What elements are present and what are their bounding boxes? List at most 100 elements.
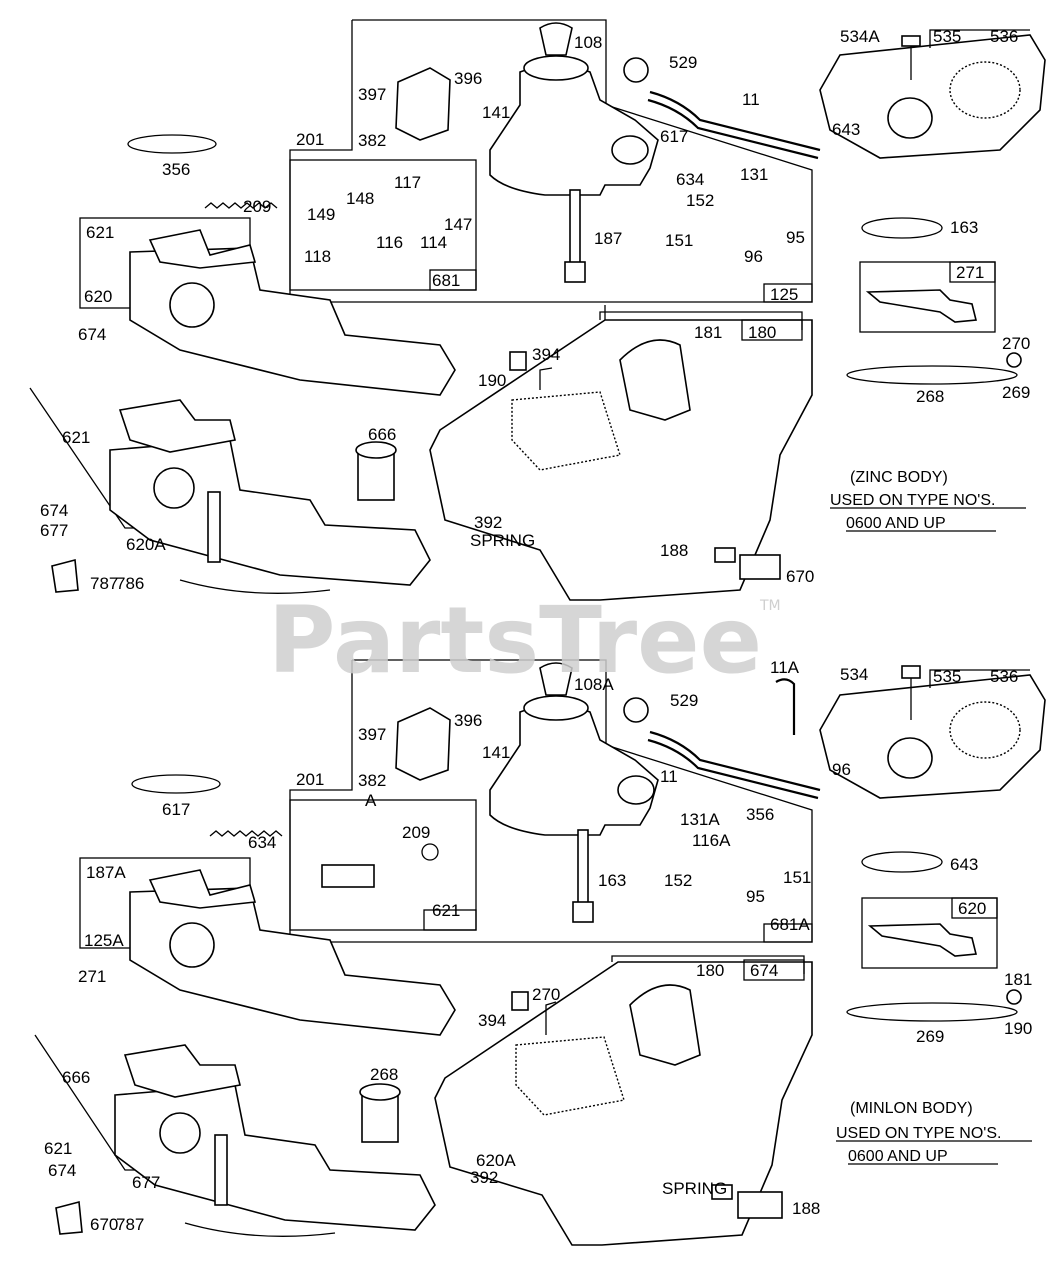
nut-188-2	[711, 1184, 733, 1200]
bottom-part-label-24: 163	[598, 871, 626, 890]
tube-670-2	[737, 1191, 783, 1219]
top-part-label-7: 396	[454, 69, 482, 88]
carburetor-throat	[523, 55, 589, 81]
seal-268-2	[846, 1002, 1018, 1022]
carburetor-body	[489, 64, 659, 196]
kit-271-box	[949, 261, 996, 283]
choke-valve-2	[539, 662, 573, 696]
air-cleaner-leader-2	[929, 669, 1030, 688]
top-part-label-2: 11	[742, 90, 760, 109]
carburetor-body-2	[489, 704, 659, 836]
spring-209	[204, 202, 278, 209]
top-part-label-5: 536	[990, 27, 1018, 46]
bottom-part-label-4: 536	[990, 667, 1018, 686]
bottom-part-label-16: 634	[248, 833, 276, 852]
bottom-part-label-39: 666	[62, 1068, 90, 1087]
top-part-label-25: 151	[665, 231, 693, 250]
top-part-label-4: 535	[933, 27, 961, 46]
top-part-label-16: 209	[243, 197, 271, 216]
bottom-part-label-43: 620A	[476, 1151, 516, 1170]
pipe-187	[569, 189, 581, 266]
air-cleaner-inner-2	[887, 737, 933, 779]
top-part-label-53: 786	[116, 574, 144, 593]
bottom-part-label-11: 382	[358, 771, 386, 790]
minlon-body-note-line-0: (MINLON BODY)	[850, 1100, 973, 1117]
minlon-body-note-line-2: 0600 AND UP	[848, 1148, 948, 1165]
ground-wire-786-2	[184, 1222, 336, 1237]
link-271-2	[867, 923, 978, 957]
bottom-part-label-41: 674	[48, 1161, 76, 1180]
top-part-label-39: 394	[532, 345, 560, 364]
screw-190	[509, 351, 527, 371]
carburetor-throat-2	[523, 695, 589, 721]
fuel-pickup-181-2	[629, 984, 701, 1066]
bottom-part-label-0: 108A	[574, 675, 614, 694]
fuel-pipe-edge	[647, 98, 819, 160]
bottom-part-label-18: 116A	[692, 831, 731, 850]
top-part-label-26: 95	[786, 228, 805, 247]
bottom-part-label-20: 151	[783, 868, 811, 887]
top-part-label-40: 190	[478, 371, 506, 390]
watermark: PartsTree	[268, 587, 762, 694]
top-part-label-1: 529	[669, 53, 697, 72]
governor-lever-621b-2	[123, 1044, 241, 1098]
top-part-label-47: 620A	[126, 535, 166, 554]
bottom-part-label-22: 96	[832, 760, 851, 779]
bottom-part-label-32: 180	[696, 961, 724, 980]
air-cleaner-body-inner	[887, 97, 933, 139]
bracket-620-hole	[169, 282, 215, 328]
kit-681-frame	[289, 159, 477, 291]
top-part-label-33: 125	[770, 285, 798, 304]
top-part-label-49: SPRING	[470, 531, 535, 550]
top-part-label-31: 620	[84, 287, 112, 306]
plug-270	[1006, 352, 1022, 368]
kit-180-box	[741, 319, 803, 341]
bottom-part-label-14: 356	[746, 805, 774, 824]
top-part-label-21: 116	[376, 233, 403, 252]
air-cleaner-leader	[929, 29, 1030, 48]
top-part-label-20: 147	[444, 215, 472, 234]
stop-switch-plate-2	[214, 1134, 228, 1206]
bracket-620-2	[129, 887, 456, 1036]
minlon-body-note-line-1: USED ON TYPE NO'S.	[836, 1125, 1001, 1142]
governor-spring-392-2	[545, 1001, 557, 1035]
top-part-label-8: 141	[482, 103, 510, 122]
fuel-pipe-11A	[775, 678, 796, 735]
bottom-part-label-35: 394	[478, 1011, 506, 1030]
bottom-part-label-25: 187A	[86, 863, 126, 882]
air-cleaner-element	[949, 61, 1021, 119]
fuel-tank-2	[434, 961, 813, 1246]
bracket-620-hole-2	[169, 922, 215, 968]
bottom-part-label-38: 268	[370, 1065, 398, 1084]
washer-116A	[421, 843, 439, 861]
bottom-part-label-7: 396	[454, 711, 482, 730]
top-part-label-3: 534A	[840, 27, 880, 46]
top-part-label-12: 356	[162, 160, 190, 179]
bottom-assembly	[34, 659, 1046, 1246]
bottom-part-label-36: 190	[1004, 1019, 1032, 1038]
top-part-label-13: 643	[832, 120, 860, 139]
plug-270-2	[1006, 989, 1022, 1005]
needle-valve-116A	[321, 864, 375, 888]
top-part-label-11: 382	[358, 131, 386, 150]
bracket-620A-hole-2	[159, 1112, 201, 1154]
bottom-part-label-6: 397	[358, 725, 386, 744]
zinc-body-note-line-1: USED ON TYPE NO'S.	[830, 492, 995, 509]
top-part-label-14: 634	[676, 170, 704, 189]
top-part-label-32: 681	[432, 271, 460, 290]
top-part-label-24: 152	[686, 191, 714, 210]
bottom-part-label-5: 529	[670, 691, 698, 710]
top-part-label-42: 268	[916, 387, 944, 406]
spring-209-2	[209, 830, 283, 837]
governor-spring-392	[539, 367, 553, 390]
stop-switch-plate	[207, 491, 221, 563]
top-part-label-38: 270	[1002, 334, 1030, 353]
top-part-label-45: 674	[40, 501, 68, 520]
bottom-part-label-15: 131A	[680, 810, 720, 829]
bottom-part-label-10: 201	[296, 770, 324, 789]
top-part-label-36: 181	[694, 323, 722, 342]
kit-271-frame	[859, 261, 996, 333]
kit-271-frame-2	[861, 897, 998, 969]
